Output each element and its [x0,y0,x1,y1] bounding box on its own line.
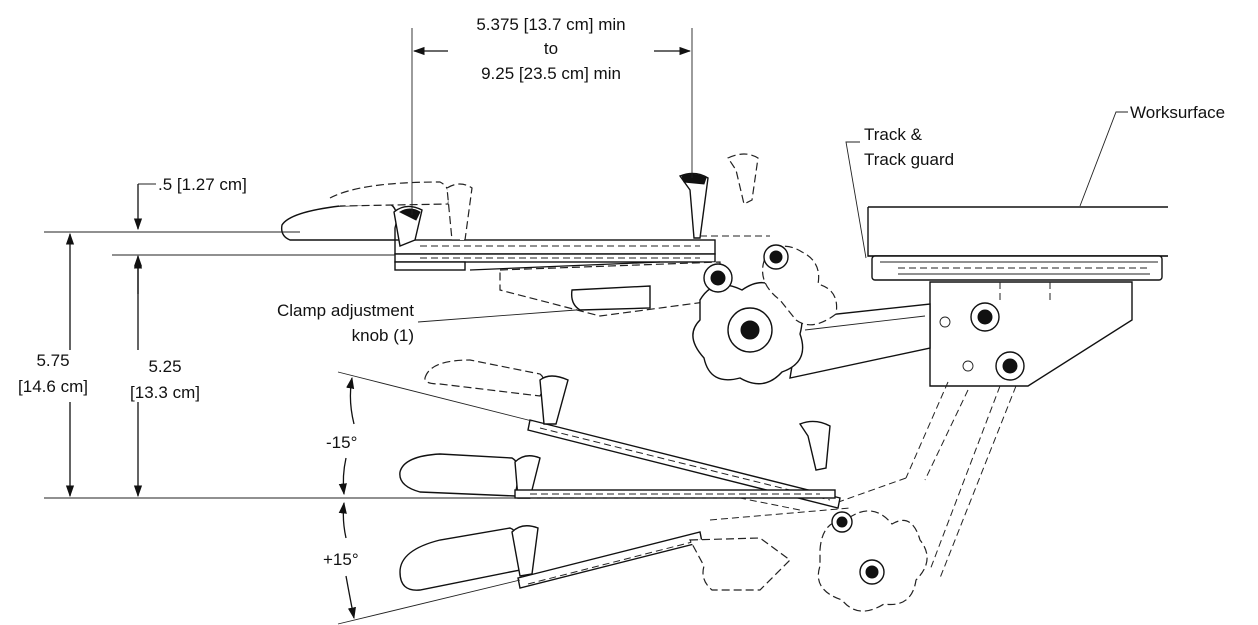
height-outer-label-line2: [14.6 cm] [18,377,88,396]
worksurface-label: Worksurface [1130,103,1225,122]
width-range-label-line2: to [544,39,558,58]
keyboard-stops-top [393,153,770,247]
palm-rest-top [280,181,450,241]
tilt-up-label: -15° [326,433,357,452]
keyboard-platform-top [394,239,716,271]
track-label-line1: Track & [864,125,923,144]
keyboard-platform-tilt-down [511,507,851,591]
clamp-label-line2: knob (1) [352,326,414,345]
offset-label: .5 [1.27 cm] [158,175,247,194]
height-outer-label-line1: 5.75 [36,351,69,370]
width-range-label-line1: 5.375 [13.7 cm] min [476,15,625,34]
tilt-dimension [337,371,533,625]
reference-lines [44,231,515,499]
width-range-label-line3: 9.25 [23.5 cm] min [481,64,621,83]
track-leader [845,141,867,259]
track-label-line2: Track guard [864,150,954,169]
mechanism-bracket [929,281,1133,387]
height-inner-label-line2: [13.3 cm] [130,383,200,402]
keyboard-platform-tilt-up [527,375,841,509]
offset-dimension [133,183,156,294]
width-dimension [411,28,693,215]
worksurface-leader [1079,111,1128,207]
keyboard-platform-low [514,455,836,511]
clamp-knob-lower [817,510,928,612]
palm-rest-tilt-down [399,527,521,591]
palm-rest-low [399,453,520,497]
clamp-knob-main [692,281,804,385]
palm-rest-tilt-up [424,359,545,397]
clamp-leader [417,309,577,323]
worksurface-shape [867,206,1168,257]
height-inner-label-line1: 5.25 [148,357,181,376]
clamp-label-line1: Clamp adjustment [277,301,414,320]
track-shape [871,255,1163,281]
tilt-down-label: +15° [323,550,359,569]
arm-dashed-positions [829,381,1017,579]
clamp-block-top [499,261,721,317]
clamp-knob-dashed [703,244,838,326]
